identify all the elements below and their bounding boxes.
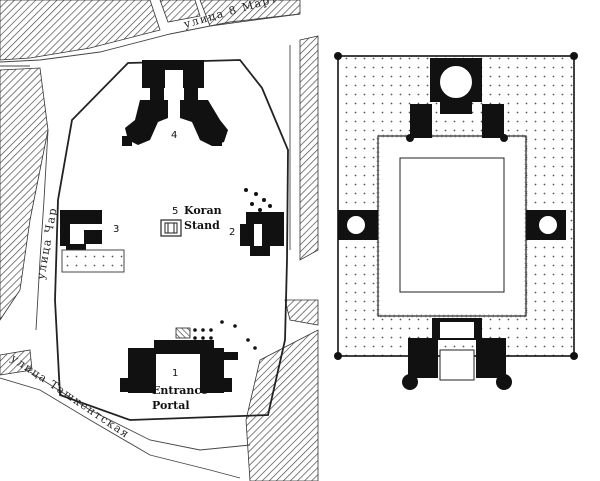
koran-stand-label-line1: Koran [184,204,222,217]
koran-stand-footprint [160,219,182,237]
building-1-dots [193,320,257,350]
west-iwan [338,210,378,240]
building-2-number: 2 [229,227,235,238]
building-1-footprint [120,340,238,393]
building-3-number: 3 [113,224,119,235]
entrance-portal-number: 1 [172,368,178,379]
koran-stand-label-line2: Stand [184,219,220,232]
koran-stand-number: 5 [172,206,178,217]
building-2-footprint [240,212,284,256]
corner-towers [334,52,578,360]
entrance-portal-label-line2: Portal [152,399,190,412]
street-edges [0,13,301,479]
building-3-footprint [60,210,102,252]
mosque-plan [334,52,578,390]
entrance-portal-label-line1: Entrance [152,384,208,397]
enclosure-wall [54,59,289,421]
building-4-number: 4 [171,130,177,141]
city-blocks [0,0,319,481]
building-2-dots [244,188,272,212]
east-iwan [526,210,566,240]
site-plan: 4 3 2 5 Koran Stand 1 Entrance Portal ул… [0,0,319,481]
